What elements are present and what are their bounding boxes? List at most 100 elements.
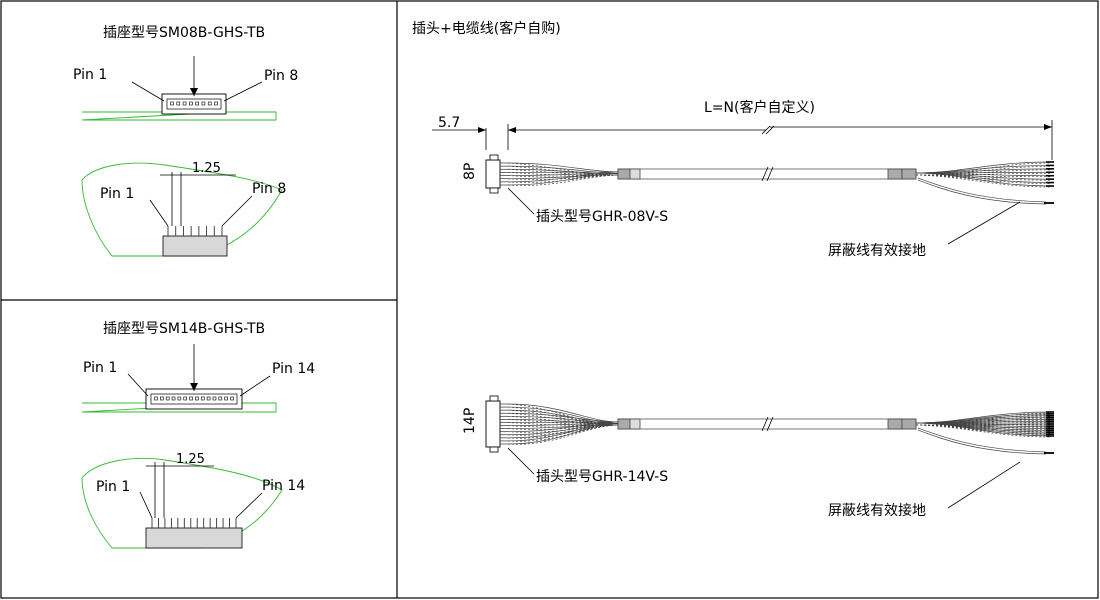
socket-tooth xyxy=(177,396,182,401)
pin1-leader xyxy=(127,373,149,397)
cable-break-mark xyxy=(761,416,774,432)
pinlast-top-leader xyxy=(235,492,263,519)
socket-8p-side-view: Pin 1 Pin 8 xyxy=(73,56,298,121)
cable-wire-twist xyxy=(915,424,1051,429)
cable-wire-twist xyxy=(915,423,1051,426)
cable-8p-pin-label: 8P xyxy=(462,163,478,180)
plug-14p-leader xyxy=(507,447,535,475)
cable-panel-title: 插头+电缆线(客户自购) xyxy=(412,20,561,37)
cable-wire xyxy=(507,421,619,433)
cable-wire-twist xyxy=(915,424,1051,436)
cable-wire-twist xyxy=(507,174,619,186)
plug-housing xyxy=(485,159,501,189)
pin1-top-leader xyxy=(139,491,153,519)
cable-wire-twist xyxy=(915,424,1051,427)
cable-wire-twist xyxy=(915,424,1051,430)
socket-14p-top-pinlast-label: Pin 14 xyxy=(262,478,305,494)
socket-8p-top-pinlast-label: Pin 8 xyxy=(252,181,286,197)
cable-wire xyxy=(507,173,619,186)
cable-wire-twist xyxy=(507,422,619,426)
cable-wire xyxy=(507,173,619,176)
cable-wire-twist xyxy=(915,414,1051,426)
cable-wire-twist xyxy=(915,166,1051,176)
cable-wire xyxy=(915,422,1051,437)
socket-8p-panel: 插座型号SM08B-GHS-TB Pin 1 Pin 8 1.25 Pin 1 xyxy=(73,25,298,257)
length-label: L=N(客户自定义) xyxy=(704,99,815,116)
socket-tooth xyxy=(189,396,193,401)
socket-body xyxy=(162,235,228,257)
cable-wire-twist xyxy=(507,424,619,445)
cable-wire-twist xyxy=(915,169,1051,176)
cable-wire-twist xyxy=(915,424,1051,438)
socket-8p-top-view: 1.25 Pin 1 Pin 8 xyxy=(81,161,286,257)
cable-wire-twist xyxy=(507,172,619,176)
cable-wire-twist xyxy=(915,424,1051,434)
cable-wire-twist xyxy=(915,174,1051,184)
cable-14p-shield-label: 屏蔽线有效接地 xyxy=(828,502,926,519)
socket-tooth xyxy=(230,396,234,401)
socket-pin-row xyxy=(154,396,234,401)
cable-wire-twist xyxy=(915,174,1051,181)
arrow-head xyxy=(190,383,198,391)
socket-tooth xyxy=(171,396,176,401)
socket-14p-top-view: 1.25 Pin 1 Pin 14 xyxy=(81,452,305,549)
cable-wire-twist xyxy=(507,424,619,442)
socket-8p-pitch: 1.25 xyxy=(192,161,221,176)
cable-wire-twist xyxy=(507,419,619,426)
pinlast-leader xyxy=(223,81,263,102)
cable-jacket xyxy=(617,168,917,180)
heat-shrink-sleeve xyxy=(629,168,641,180)
socket-tooth xyxy=(224,396,228,401)
cable-wire-twist xyxy=(507,174,619,180)
cable-wire-twist xyxy=(915,416,1051,426)
socket-body xyxy=(145,527,243,549)
heat-shrink-sleeve xyxy=(887,168,903,180)
pinlast-top-leader xyxy=(221,195,253,227)
socket-tooth xyxy=(218,396,223,401)
pcb-edge xyxy=(81,111,277,121)
heat-shrink-sleeve xyxy=(617,168,631,180)
socket-tooth xyxy=(189,101,193,106)
pcb-outline xyxy=(81,162,283,257)
socket-tooth xyxy=(170,101,174,106)
arrow-head xyxy=(1044,124,1052,130)
socket-tooth xyxy=(165,396,170,401)
cable-wire-twist xyxy=(915,162,1051,176)
socket-14p-side-view: Pin 1 Pin 14 xyxy=(81,344,315,413)
socket-14p-pitch: 1.25 xyxy=(176,452,205,467)
cable-panel: 插头+电缆线(客户自购) 5.7 L=N(客户自定义) 8P 插头型号GHR-0… xyxy=(412,20,1054,519)
cable-wire xyxy=(507,421,619,442)
cable-wire xyxy=(915,172,1051,187)
socket-tooth xyxy=(183,396,188,401)
cable-wire xyxy=(507,171,619,183)
socket-8p-pinlast-label: Pin 8 xyxy=(264,68,298,84)
socket-14p-top-pin1-label: Pin 1 xyxy=(96,479,130,495)
cable-wire-twist xyxy=(915,174,1051,188)
socket-8p-title: 插座型号SM08B-GHS-TB xyxy=(103,25,265,41)
cable-8p-shield-label: 屏蔽线有效接地 xyxy=(828,242,926,259)
cable-jacket xyxy=(617,418,917,430)
cable-14p-pin-label: 14P xyxy=(462,408,478,434)
cable-wire-twist xyxy=(915,174,1051,178)
cable-wire-twist xyxy=(915,172,1051,176)
cable-wire-twist xyxy=(915,420,1051,426)
socket-tooth xyxy=(206,396,211,401)
socket-tooth xyxy=(160,396,164,401)
cable-wire-twist xyxy=(915,412,1051,426)
heat-shrink-sleeve xyxy=(617,418,631,430)
arrow-head xyxy=(478,127,486,133)
plug-latch xyxy=(489,446,499,453)
cable-wire xyxy=(507,424,619,439)
socket-8p-pin1-label: Pin 1 xyxy=(73,67,107,83)
cable-14p-plug-label: 插头型号GHR-14V-S xyxy=(536,469,668,485)
heat-shrink-sleeve xyxy=(901,418,917,430)
pin1-top-leader xyxy=(149,199,169,227)
socket-pins xyxy=(167,226,223,236)
socket-14p-panel: 插座型号SM14B-GHS-TB Pin 1 Pin 14 1.25 Pin 1… xyxy=(81,321,315,549)
shield-drain-wire xyxy=(917,429,1047,455)
cable-wire xyxy=(507,168,619,176)
cable-wire-twist xyxy=(915,424,1051,432)
socket-tooth xyxy=(214,101,218,106)
plug-latch xyxy=(489,395,499,402)
